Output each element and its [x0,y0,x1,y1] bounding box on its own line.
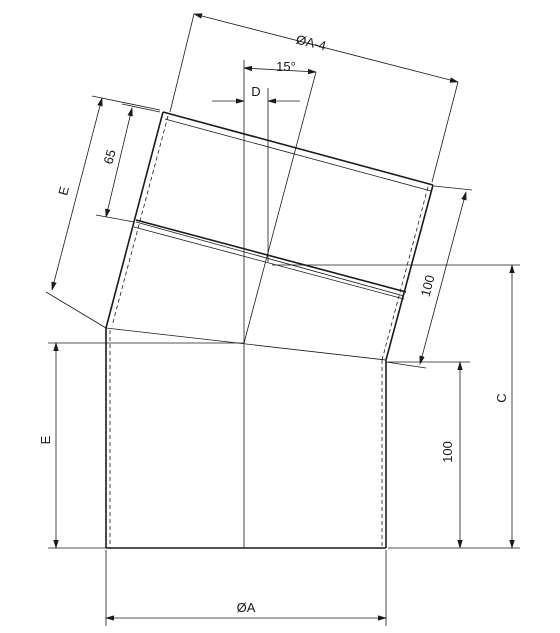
label-100-bottom: 100 [440,441,455,463]
mitre-joint [105,327,387,361]
label-angle: 15° [276,59,296,74]
label-100-top: 100 [418,273,438,298]
upper-pipe [105,111,434,361]
dim-100-bottom [388,361,470,549]
label-c: C [494,393,509,402]
dim-e-top [45,95,161,329]
dim-c [272,264,520,549]
dim-100-top [385,185,473,369]
center-lines [243,60,317,548]
dim-phi-a [105,550,387,626]
lower-pipe [105,328,387,549]
label-65: 65 [101,148,119,166]
label-phi-a-4: ØA-4 [295,32,328,54]
label-d: D [251,84,260,99]
dim-e-left [48,342,106,549]
label-phi-a: ØA [237,600,256,615]
dim-angle [243,65,317,75]
label-e-left: E [38,435,53,444]
label-e-top: E [55,184,72,197]
dim-phi-a-minus-4 [169,13,459,183]
